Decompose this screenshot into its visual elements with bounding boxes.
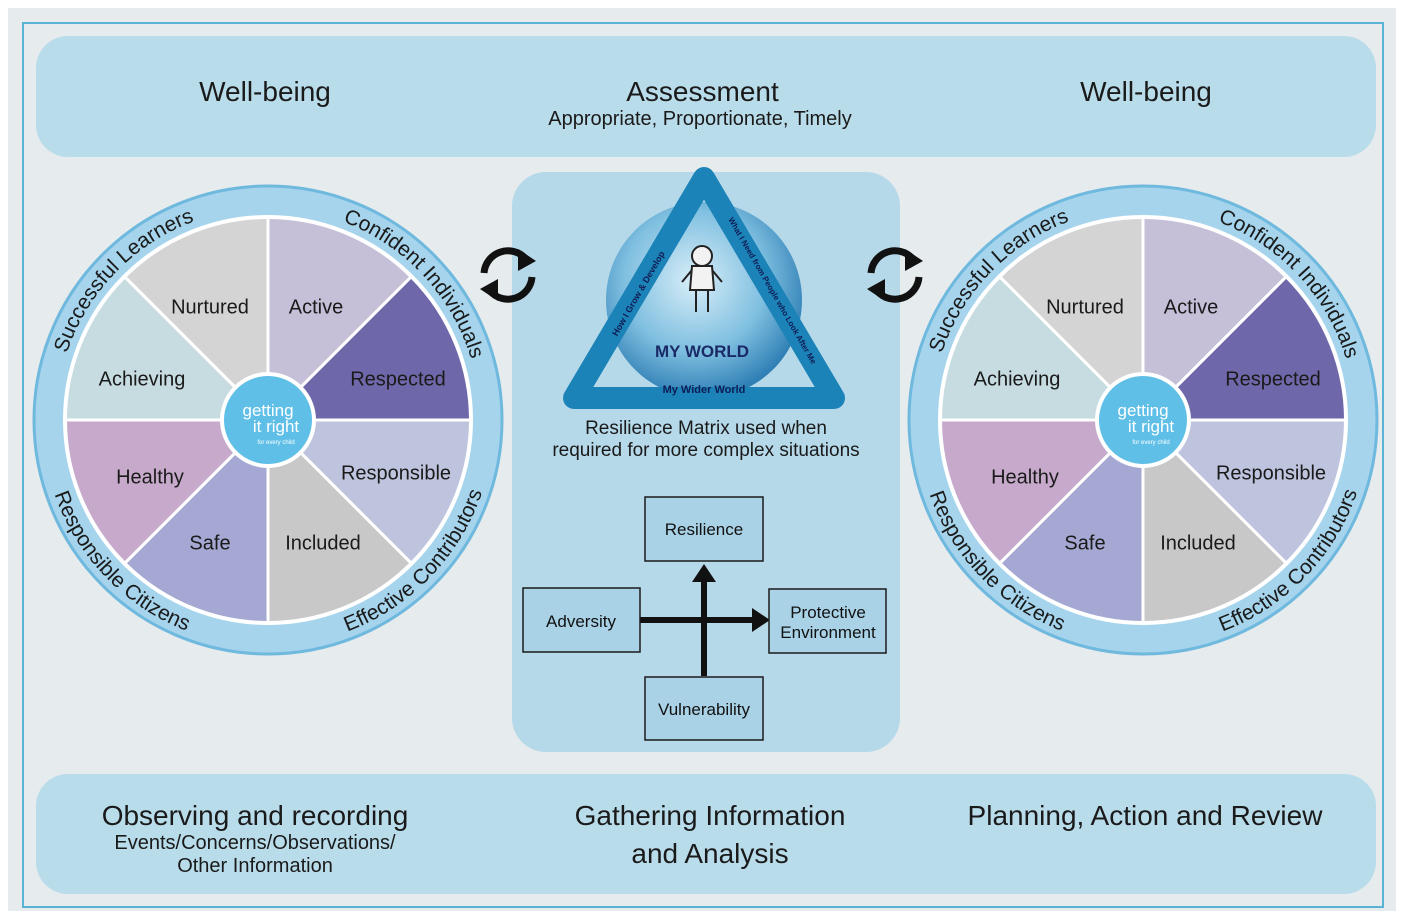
- matrix-box-adversity: [522, 587, 641, 653]
- wheel-label-healthy: Healthy: [991, 466, 1059, 488]
- wheel-label-active: Active: [289, 296, 343, 318]
- wheel-label-respected: Respected: [1225, 368, 1321, 390]
- wheel-label-safe: Safe: [1064, 532, 1105, 554]
- resilience-caption-2: required for more complex situations: [552, 440, 860, 461]
- assessment-subtitle: Appropriate, Proportionate, Timely: [548, 108, 852, 130]
- my-world-title: MY WORLD: [655, 342, 749, 361]
- getting-it-right-logo: [1095, 372, 1191, 468]
- wheel-label-responsible: Responsible: [1216, 462, 1326, 484]
- wheel-segment-border: [63, 215, 473, 625]
- wheel-label-nurtured: Nurtured: [1046, 296, 1124, 318]
- wellbeing-wheel-left: getting it right for every child Nurture…: [32, 184, 504, 656]
- wheel-label-respected: Respected: [350, 368, 446, 390]
- cycle-arrows-left-icon: [480, 247, 536, 303]
- logo-text-1: getting: [1117, 401, 1168, 420]
- child-figure-icon: [681, 245, 723, 312]
- logo-text-3: for every child: [257, 440, 294, 446]
- wheel-label-included: Included: [1160, 532, 1236, 554]
- getting-it-right-logo: [220, 372, 316, 468]
- wheel-label-included: Included: [285, 532, 361, 554]
- assessment-title: Assessment: [626, 76, 779, 107]
- matrix-label-vulnerability: Vulnerability: [658, 700, 750, 719]
- top-left-title: Well-being: [199, 76, 331, 107]
- observing-sub-1: Events/Concerns/Observations/: [114, 832, 396, 854]
- diagram-border: [22, 22, 1384, 908]
- wheel-segment-border: [938, 215, 1348, 625]
- wheel-label-healthy: Healthy: [116, 466, 184, 488]
- matrix-label-adversity: Adversity: [546, 612, 616, 631]
- matrix-label-resilience: Resilience: [665, 520, 743, 539]
- wellbeing-wheel-right: getting it right for every child Nurture…: [907, 184, 1379, 656]
- resilience-caption-1: Resilience Matrix used when: [585, 418, 827, 439]
- top-right-title: Well-being: [1080, 76, 1212, 107]
- observing-title: Observing and recording: [101, 800, 409, 831]
- wheel-label-nurtured: Nurtured: [171, 296, 249, 318]
- top-band: [36, 36, 1376, 157]
- matrix-label-protective-1: Protective: [790, 603, 866, 622]
- gathering-line-2: and Analysis: [631, 838, 789, 869]
- wheel-label-responsible: Responsible: [341, 462, 451, 484]
- triangle-outline: [563, 167, 845, 409]
- matrix-box-vulnerability: [644, 676, 764, 741]
- logo-text-2: it right: [1128, 417, 1175, 436]
- matrix-right-arrowhead: [752, 608, 770, 632]
- logo-text-1: getting: [242, 401, 293, 420]
- matrix-up-arrowhead: [692, 564, 716, 582]
- wheel-label-achieving: Achieving: [99, 368, 186, 390]
- matrix-box-resilience: [644, 496, 764, 562]
- my-world-triangle: MY WORLD How I Grow & Develop What I Nee…: [563, 167, 845, 409]
- matrix-box-protective: [768, 588, 887, 654]
- matrix-label-protective-2: Environment: [780, 623, 876, 642]
- logo-text-3: for every child: [1132, 440, 1169, 446]
- resilience-matrix: Resilience Adversity Protective Environm…: [522, 496, 887, 741]
- bottom-band: [36, 774, 1376, 894]
- wheel-label-active: Active: [1164, 296, 1218, 318]
- observing-sub-2: Other Information: [177, 855, 333, 877]
- gathering-line-1: Gathering Information: [574, 800, 846, 831]
- wheel-label-safe: Safe: [189, 532, 230, 554]
- logo-text-2: it right: [253, 417, 300, 436]
- my-world-bottom-side: My Wider World: [663, 384, 746, 396]
- planning-title: Planning, Action and Review: [967, 800, 1323, 831]
- wheel-segments: [63, 215, 473, 625]
- cycle-arrows-right-icon: [867, 247, 923, 303]
- wheel-label-achieving: Achieving: [974, 368, 1061, 390]
